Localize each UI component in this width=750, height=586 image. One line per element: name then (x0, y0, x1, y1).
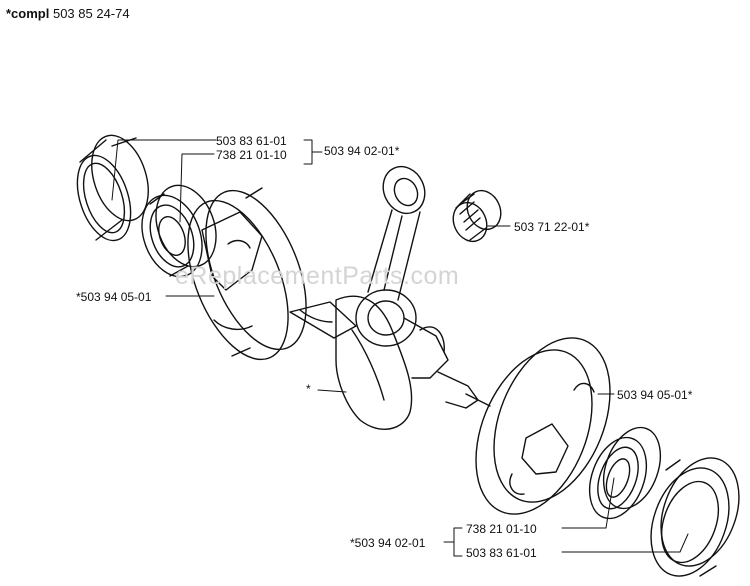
part-label-ball-bearing-top: 738 21 01-10 (216, 148, 287, 162)
outer-race-bottom-right (650, 457, 740, 577)
crankshaft-assembly (289, 295, 491, 430)
leader-lines (111, 139, 689, 557)
watermark: eReplacementParts.com (175, 262, 460, 290)
title-part-number: 503 85 24-74 (52, 6, 130, 21)
part-label-crank-web-left: *503 94 05-01 (76, 290, 152, 304)
connecting-rod (355, 165, 426, 347)
needle-bearing (452, 189, 502, 243)
outer-race-top-left (76, 134, 149, 242)
part-label-group-top: 503 94 02-01* (324, 144, 400, 158)
ball-bearing-bottom-right (588, 426, 662, 520)
part-label-outer-race-bottom: 503 83 61-01 (466, 546, 537, 560)
ball-bearing-top-left (141, 184, 217, 278)
part-label-ball-bearing-bottom: 738 21 01-10 (466, 522, 537, 536)
part-label-outer-race-top: 503 83 61-01 (216, 134, 287, 148)
part-label-group-bottom: *503 94 02-01 (350, 536, 426, 550)
title-prefix: *compl (6, 6, 50, 21)
part-label-crankshaft: * (306, 382, 311, 396)
part-label-crank-web-right: 503 94 05-01* (617, 388, 693, 402)
crank-web-right (475, 337, 611, 515)
part-label-needle-bearing: 503 71 22-01* (514, 220, 590, 234)
assembly-title: *compl 503 85 24-74 (6, 6, 130, 21)
